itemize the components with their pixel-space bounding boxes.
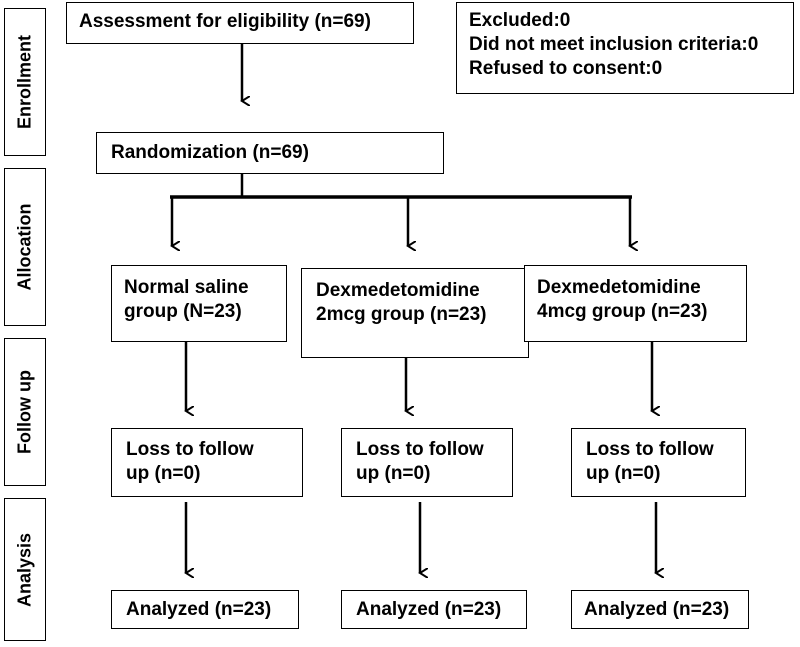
follow-box-2: Loss to follow up (n=0) [341,428,513,497]
excluded-count: Excluded:0 [469,10,571,31]
analyzed-box-1: Analyzed (n=23) [111,590,299,629]
assessment-box: Assessment for eligibility (n=69) [66,2,414,44]
stage-analysis: Analysis [4,498,46,641]
group-box-normal-saline: Normal saline group (N=23) [111,265,287,342]
excluded-refused-consent: Refused to consent:0 [469,58,663,79]
assessment-label: Assessment for eligibility (n=69) [79,11,371,32]
follow-count: up (n=0) [126,463,201,484]
group-box-dex-4mcg: Dexmedetomidine 4mcg group (n=23) [524,265,747,342]
group-size: 4mcg group (n=23) [537,301,708,322]
randomization-box: Randomization (n=69) [96,132,444,174]
analyzed-label: Analyzed (n=23) [584,599,730,620]
group-size: group (N=23) [124,301,242,322]
follow-box-1: Loss to follow up (n=0) [111,428,303,497]
analyzed-box-3: Analyzed (n=23) [571,590,749,629]
follow-count: up (n=0) [586,463,661,484]
group-size: 2mcg group (n=23) [316,304,487,325]
randomization-label: Randomization (n=69) [111,142,309,163]
group-name: Dexmedetomidine [537,277,701,298]
follow-label: Loss to follow [126,439,254,460]
group-name: Normal saline [124,277,249,298]
follow-box-3: Loss to follow up (n=0) [571,428,746,497]
excluded-box: Excluded:0 Did not meet inclusion criter… [456,2,794,94]
stage-allocation: Allocation [4,168,46,326]
follow-label: Loss to follow [586,439,714,460]
group-name: Dexmedetomidine [316,280,480,301]
analyzed-label: Analyzed (n=23) [126,599,272,620]
stage-follow-up: Follow up [4,338,46,486]
analyzed-label: Analyzed (n=23) [356,599,502,620]
excluded-inclusion-criteria: Did not meet inclusion criteria:0 [469,34,759,55]
follow-label: Loss to follow [356,439,484,460]
stage-enrollment: Enrollment [4,8,46,156]
follow-count: up (n=0) [356,463,431,484]
analyzed-box-2: Analyzed (n=23) [341,590,527,629]
group-box-dex-2mcg: Dexmedetomidine 2mcg group (n=23) [301,268,529,358]
